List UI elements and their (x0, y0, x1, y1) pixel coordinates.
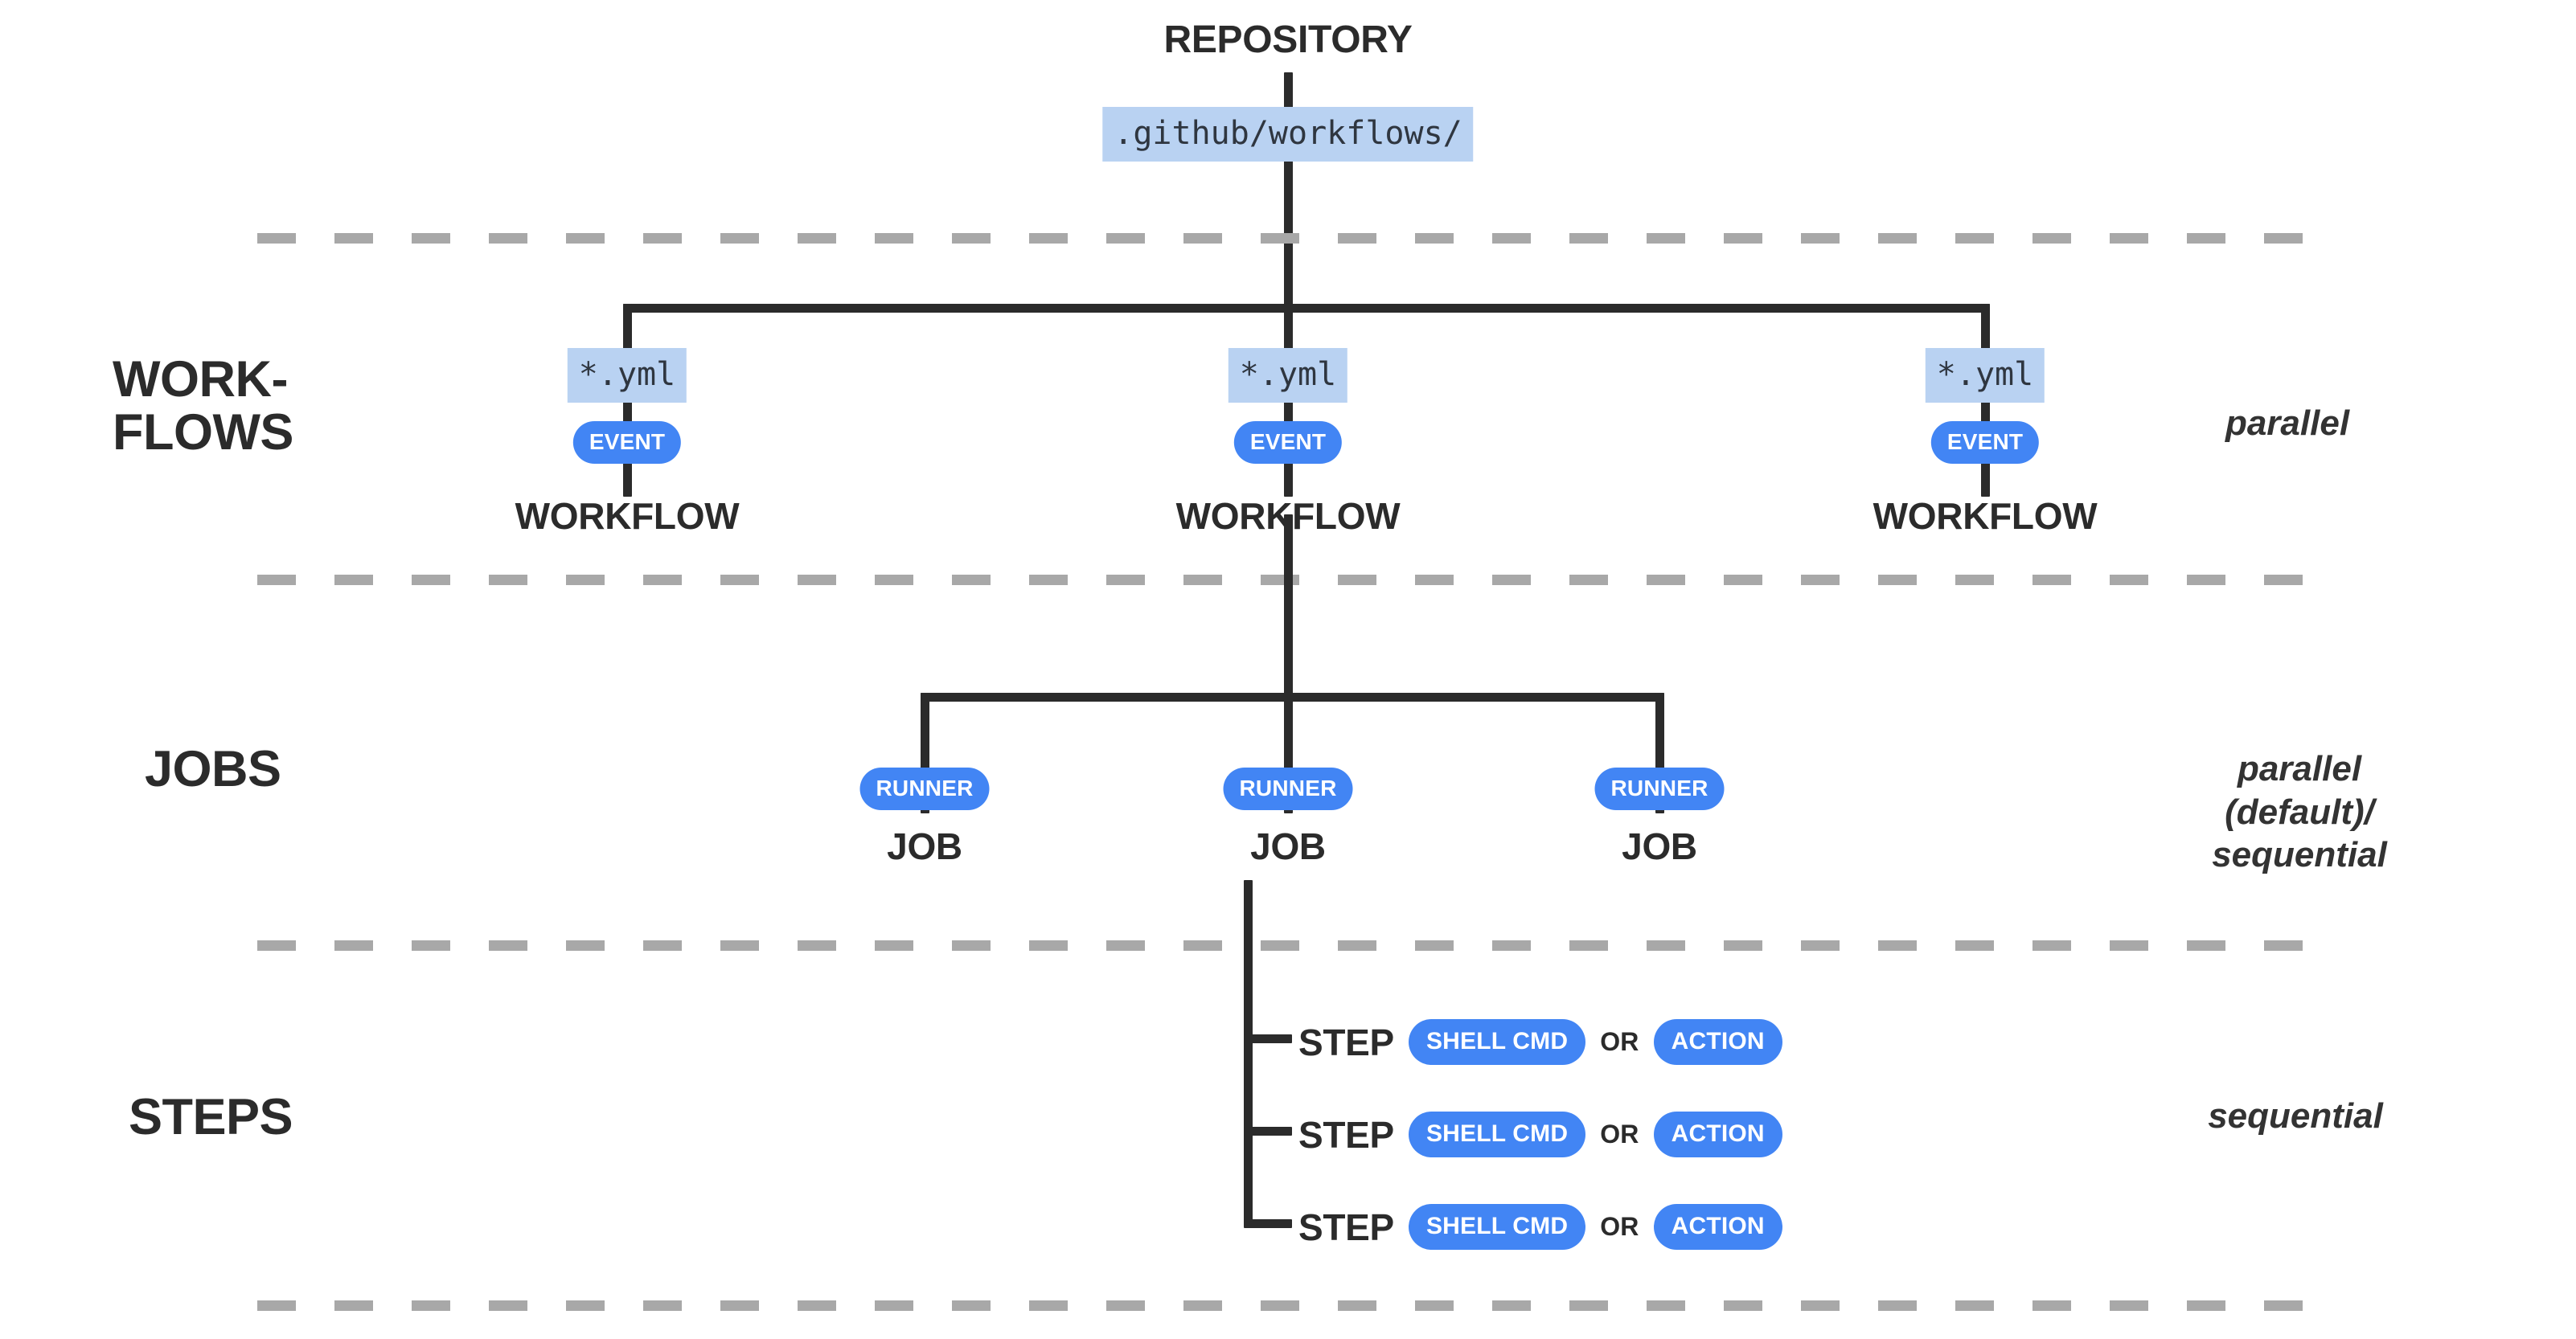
step-tick-line-3 (1244, 1219, 1292, 1228)
job-title-1: JOB (887, 825, 962, 867)
job-branch-line-1 (921, 693, 929, 813)
job-branch-line-2 (1284, 693, 1293, 813)
step-action-badge-3: ACTION (1653, 1204, 1782, 1250)
step-or-label-2: OR (1600, 1120, 1639, 1149)
repository-title: REPOSITORY (1163, 18, 1413, 61)
step-or-label-1: OR (1600, 1027, 1639, 1056)
annotation-workflows: parallel (2225, 403, 2350, 443)
workflow-file-chip-1: *.yml (567, 348, 687, 403)
divider-workflows-jobs (257, 575, 2307, 585)
job-runner-badge-3: RUNNER (1594, 768, 1725, 810)
job-title-3: JOB (1622, 825, 1697, 867)
divider-jobs-steps (257, 940, 2307, 951)
workflows-path-chip: .github/workflows/ (1102, 107, 1474, 162)
step-shell-cmd-badge-1: SHELL CMD (1408, 1019, 1586, 1065)
divider-repository-workflows (257, 233, 2307, 244)
steps-spine-line (1244, 880, 1253, 1226)
workflow-file-chip-2: *.yml (1228, 348, 1348, 403)
workflow-event-badge-1: EVENT (572, 421, 682, 464)
step-label-1: STEP (1298, 1021, 1394, 1063)
workflow-event-badge-2: EVENT (1233, 421, 1343, 464)
workflow-event-badge-3: EVENT (1930, 421, 2040, 464)
job-runner-badge-1: RUNNER (859, 768, 990, 810)
job-runner-badge-2: RUNNER (1223, 768, 1353, 810)
section-label-workflows: WORK- FLOWS (113, 351, 293, 461)
step-row-1: STEP SHELL CMD OR ACTION (1298, 1019, 1782, 1065)
step-shell-cmd-badge-2: SHELL CMD (1408, 1112, 1586, 1157)
step-action-badge-1: ACTION (1653, 1019, 1782, 1065)
step-or-label-3: OR (1600, 1212, 1639, 1241)
divider-steps-bottom (257, 1300, 2307, 1311)
annotation-steps: sequential (2208, 1096, 2383, 1136)
step-row-3: STEP SHELL CMD OR ACTION (1298, 1204, 1782, 1250)
workflow-title-1: WORKFLOW (515, 495, 740, 537)
step-label-2: STEP (1298, 1113, 1394, 1156)
annotation-jobs: parallel (default)/ sequential (2212, 749, 2387, 875)
job-branch-line-3 (1655, 693, 1664, 813)
step-shell-cmd-badge-3: SHELL CMD (1408, 1204, 1586, 1250)
section-label-steps: STEPS (129, 1089, 293, 1145)
section-label-jobs: JOBS (145, 741, 281, 797)
step-tick-line-1 (1244, 1034, 1292, 1043)
repository-trunk-line (1284, 72, 1293, 313)
step-tick-line-2 (1244, 1127, 1292, 1136)
jobs-trunk-line (1284, 514, 1293, 707)
step-label-3: STEP (1298, 1206, 1394, 1248)
workflows-bus-line (623, 304, 1990, 313)
step-action-badge-2: ACTION (1653, 1112, 1782, 1157)
job-title-2: JOB (1250, 825, 1326, 867)
step-row-2: STEP SHELL CMD OR ACTION (1298, 1112, 1782, 1157)
workflow-file-chip-3: *.yml (1925, 348, 2045, 403)
workflow-title-3: WORKFLOW (1873, 495, 2098, 537)
